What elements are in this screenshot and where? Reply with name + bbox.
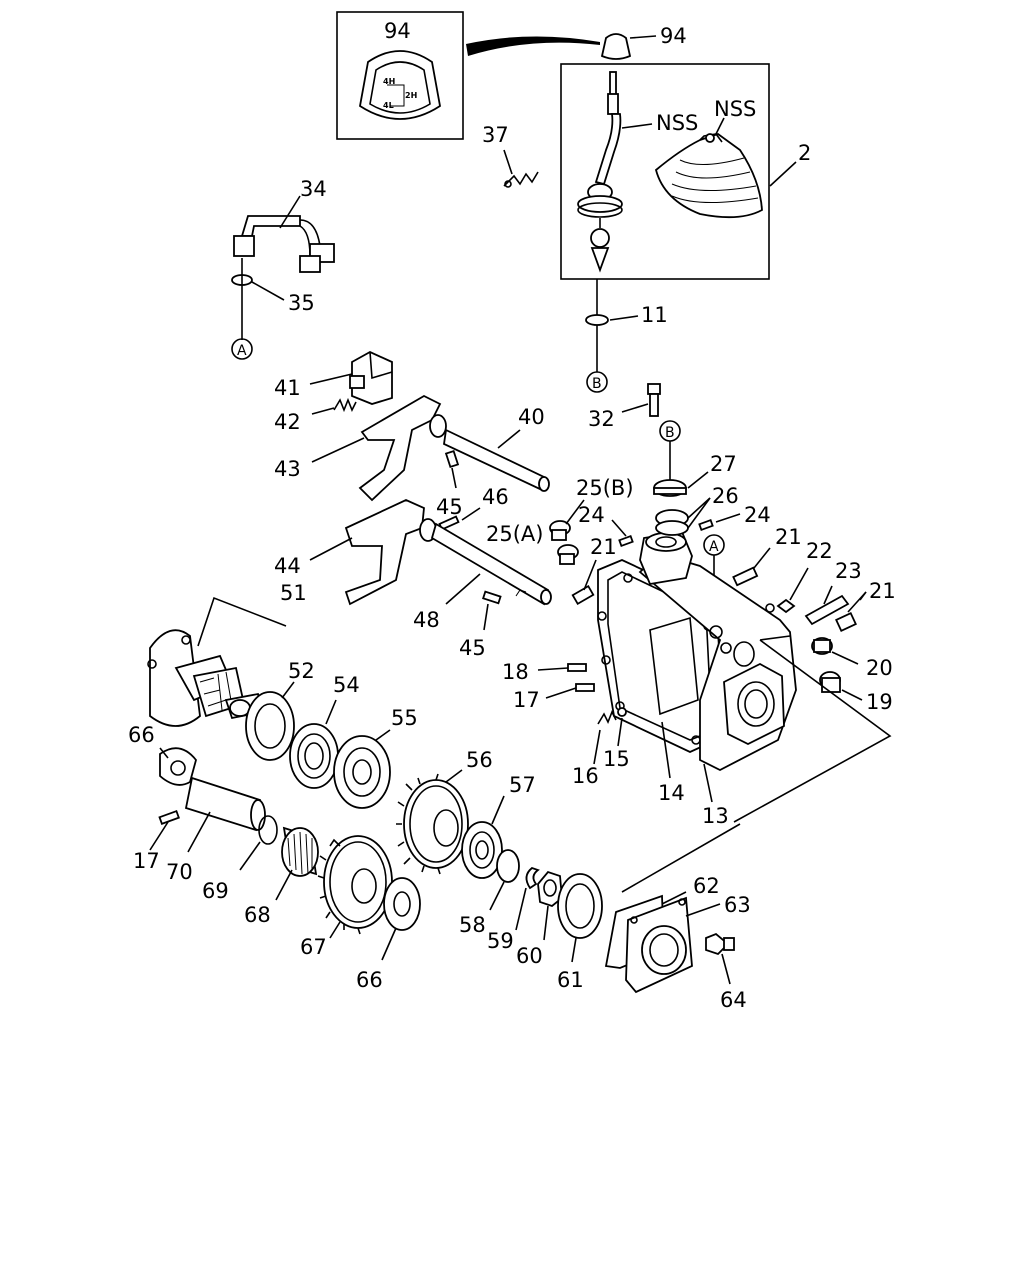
shift-pattern-2h: 2H (405, 91, 417, 100)
label-15: 15 (603, 747, 630, 771)
label-54: 54 (333, 673, 360, 697)
inset-pointer (466, 36, 600, 56)
label-94: 94 (660, 24, 687, 48)
svg-text:B: B (592, 376, 602, 392)
label-45-bottom: 45 (459, 636, 486, 660)
label-25b: 25(B) (576, 476, 634, 500)
label-68: 68 (244, 903, 271, 927)
label-67: 67 (300, 935, 327, 959)
label-14: 14 (658, 781, 685, 805)
label-35: 35 (288, 291, 315, 315)
svg-text:B: B (665, 425, 675, 441)
label-21-right: 21 (869, 579, 896, 603)
shift-pattern-4l: 4L (383, 101, 394, 110)
label-18: 18 (502, 660, 529, 684)
label-45-top: 45 (436, 495, 463, 519)
circle-b-top: B (586, 371, 608, 393)
label-60: 60 (516, 944, 543, 968)
label-58: 58 (459, 913, 486, 937)
label-21-upper: 21 (775, 525, 802, 549)
inset-label: 94 (384, 19, 411, 43)
label-2: 2 (798, 141, 811, 165)
label-22: 22 (806, 539, 833, 563)
svg-text:A: A (709, 539, 719, 555)
label-57: 57 (509, 773, 536, 797)
label-44: 44 (274, 554, 301, 578)
label-17-shaft: 17 (133, 849, 160, 873)
label-64: 64 (720, 988, 747, 1012)
label-55: 55 (391, 706, 418, 730)
label-32: 32 (588, 407, 615, 431)
label-46: 46 (482, 485, 509, 509)
label-16: 16 (572, 764, 599, 788)
label-41: 41 (274, 376, 301, 400)
label-24-right: 24 (744, 503, 771, 527)
label-11: 11 (641, 303, 668, 327)
label-25a: 25(A) (486, 522, 543, 546)
shift-lever-box (560, 63, 797, 280)
shift-knob-inset: 94 4H 2H 4L (336, 11, 464, 140)
label-70: 70 (166, 860, 193, 884)
label-13: 13 (702, 804, 729, 828)
knob-part (600, 33, 657, 60)
label-66-bottom: 66 (356, 968, 383, 992)
label-42: 42 (274, 410, 301, 434)
label-21-left: 21 (590, 535, 617, 559)
shift-rail-assembly (309, 350, 552, 631)
label-66-left: 66 (128, 723, 155, 747)
label-51: 51 (280, 581, 307, 605)
label-27: 27 (710, 452, 737, 476)
output-shaft-51 (147, 596, 391, 809)
part-labels: 94 NSS NSS 2 37 34 35 11 41 42 43 40 32 … (128, 24, 896, 1012)
label-56: 56 (466, 748, 493, 772)
spring-37 (503, 149, 539, 188)
switch-34 (231, 195, 335, 340)
label-59: 59 (487, 929, 514, 953)
label-48: 48 (413, 608, 440, 632)
oring-11 (585, 314, 609, 326)
label-17-case: 17 (513, 688, 540, 712)
label-63: 63 (724, 893, 751, 917)
bolt-32 (621, 383, 661, 417)
label-40: 40 (518, 405, 545, 429)
label-19: 19 (866, 690, 893, 714)
label-69: 69 (202, 879, 229, 903)
label-52: 52 (288, 659, 315, 683)
label-nss-lever: NSS (656, 111, 698, 135)
counter-gear-set (149, 747, 741, 994)
label-34: 34 (300, 177, 327, 201)
svg-text:A: A (237, 343, 247, 359)
label-23: 23 (835, 559, 862, 583)
label-26: 26 (712, 484, 739, 508)
shift-pattern-4h: 4H (383, 77, 395, 86)
label-37: 37 (482, 123, 509, 147)
transfer-case (537, 471, 892, 823)
label-43: 43 (274, 457, 301, 481)
circle-b-case: B (659, 420, 681, 480)
label-nss-boot: NSS (714, 97, 756, 121)
label-20: 20 (866, 656, 893, 680)
label-61: 61 (557, 968, 584, 992)
label-24-left: 24 (578, 503, 605, 527)
circle-a-left: A (231, 338, 253, 360)
label-62: 62 (693, 874, 720, 898)
